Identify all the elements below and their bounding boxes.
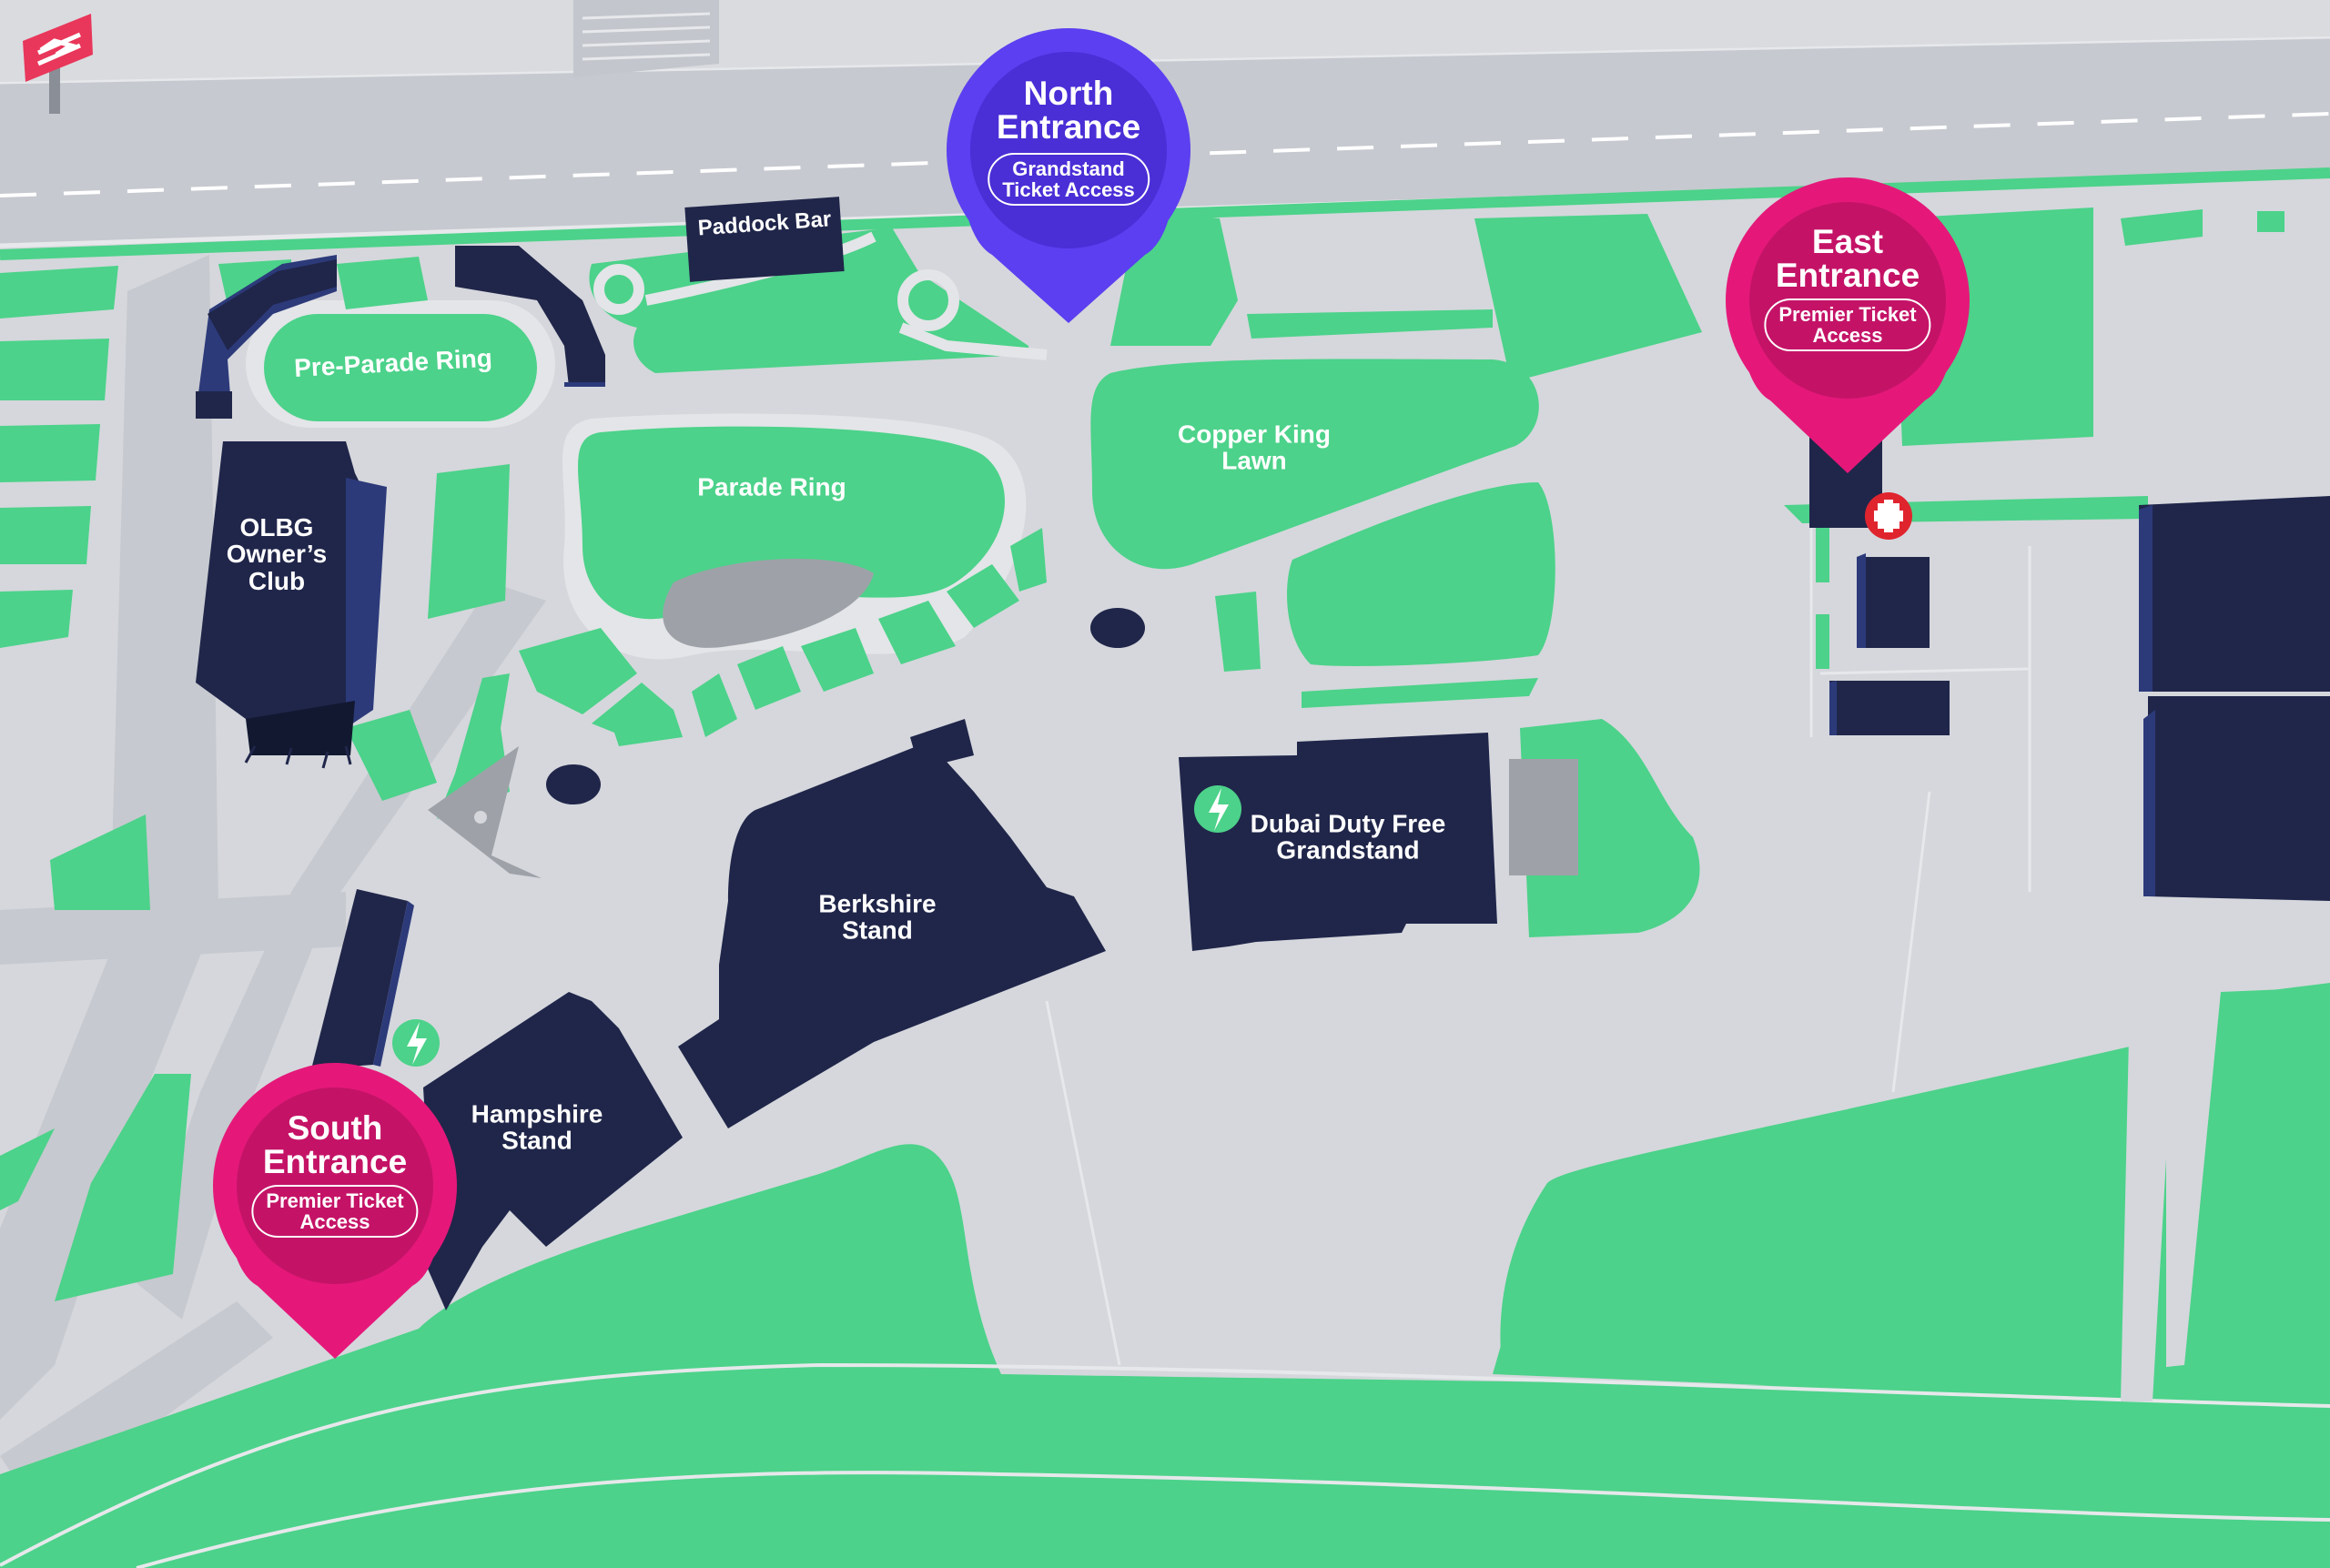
station-steps	[573, 0, 719, 77]
pre-parade-walkway-right	[455, 246, 605, 387]
track-rails	[0, 1362, 2330, 1568]
left-grass	[0, 259, 510, 1301]
pre-parade-walkway-left	[196, 255, 337, 419]
south-entrance-badge: Premier Ticket Access	[251, 1185, 419, 1239]
east-paths	[1045, 482, 2031, 1366]
concrete-island	[428, 746, 542, 878]
parade-ring-label: Parade Ring	[697, 472, 846, 501]
dubai-duty-free-grandstand-building	[1179, 733, 1497, 951]
parade-ring-concrete	[663, 558, 874, 648]
far-east-buildings	[2139, 496, 2330, 901]
copper-king-lawn	[1090, 359, 1539, 570]
olbg-owners-club-label: OLBG Owner’s Club	[226, 512, 328, 595]
paddock-bar-building	[684, 197, 845, 282]
olbg-owners-club-building	[196, 441, 387, 769]
kiosk-round-1	[546, 764, 601, 804]
north-entrance-title: North Entrance	[996, 75, 1141, 146]
pre-parade-ring	[264, 314, 537, 421]
first-aid-cross-icon	[1865, 492, 1912, 540]
dubai-duty-free-grandstand-label: Dubai Duty Free Grandstand	[1250, 809, 1446, 865]
berkshire-stand-building	[678, 742, 1106, 1128]
north-entrance-pin[interactable]	[947, 28, 1190, 323]
parade-ring	[578, 426, 1005, 620]
grandstand-terrace	[1509, 759, 1578, 875]
lightning-bolt-icon	[392, 1019, 440, 1067]
lightning-bolt-icon	[1194, 785, 1241, 833]
horse-walk	[2121, 996, 2175, 1401]
copper-king-lawn-label: Copper King Lawn	[1178, 420, 1331, 475]
national-rail-icon	[23, 14, 93, 114]
east-entrance-badge: Premier Ticket Access	[1764, 298, 1931, 352]
berkshire-stand-label: Berkshire Stand	[818, 889, 937, 945]
hampshire-stand-label: Hampshire Stand	[471, 1099, 603, 1155]
ring-segments	[519, 528, 1047, 746]
hampshire-stand-building	[414, 992, 683, 1310]
east-entrance-title: East Entrance	[1775, 223, 1920, 294]
kiosk-round-2	[1090, 608, 1145, 648]
north-entrance-badge: Grandstand Ticket Access	[988, 153, 1150, 207]
racecourse-infield	[0, 987, 2330, 1568]
south-entrance-title: South Entrance	[262, 1109, 408, 1180]
small-kiosk-left	[311, 889, 414, 1069]
